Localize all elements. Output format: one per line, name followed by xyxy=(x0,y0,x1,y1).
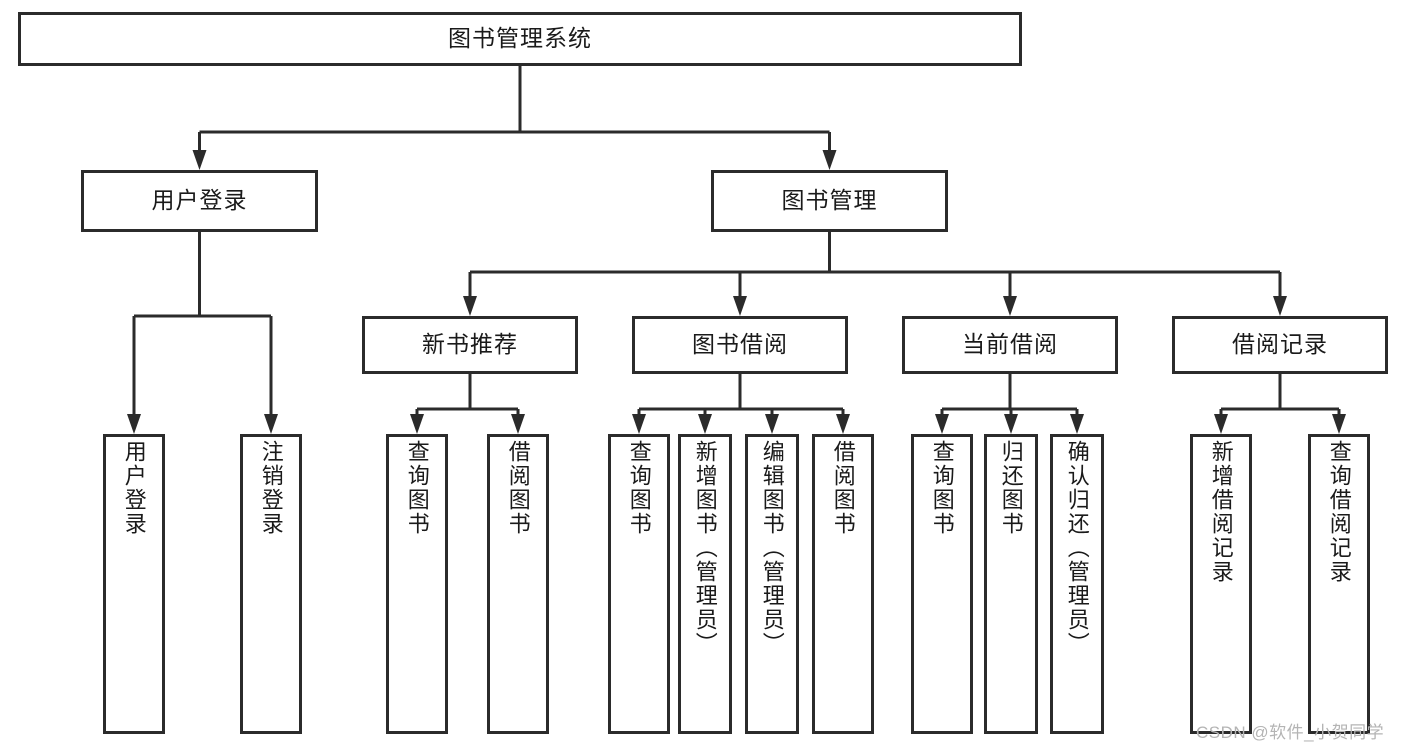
node-box-leaf-query-book-2[interactable] xyxy=(608,434,670,734)
arrow-head-icon-book-borrow xyxy=(733,296,747,316)
arrow-head-icon-new-book-recommend xyxy=(463,296,477,316)
node-box-layer xyxy=(18,12,1388,734)
node-box-book-manage[interactable] xyxy=(711,170,948,232)
connector-layer xyxy=(127,66,1346,434)
node-box-leaf-edit-book[interactable] xyxy=(745,434,799,734)
arrow-head-icon-current-borrow xyxy=(1003,296,1017,316)
arrow-head-icon-leaf-query-book-2 xyxy=(632,414,646,434)
arrow-head-icon-leaf-query-record xyxy=(1332,414,1346,434)
node-box-borrow-record[interactable] xyxy=(1172,316,1388,374)
csdn-watermark: CSDN @软件_小贺同学 xyxy=(1196,723,1385,742)
node-box-leaf-return-book[interactable] xyxy=(984,434,1038,734)
node-box-leaf-query-book-3[interactable] xyxy=(911,434,973,734)
arrow-head-icon-leaf-user-login xyxy=(127,414,141,434)
arrow-head-icon-leaf-user-logout xyxy=(264,414,278,434)
node-box-leaf-user-login[interactable] xyxy=(103,434,165,734)
arrow-head-icon-leaf-query-book-1 xyxy=(410,414,424,434)
node-box-leaf-add-record[interactable] xyxy=(1190,434,1252,734)
arrow-head-icon-leaf-add-record xyxy=(1214,414,1228,434)
node-box-leaf-query-book-1[interactable] xyxy=(386,434,448,734)
node-box-new-book-recommend[interactable] xyxy=(362,316,578,374)
arrow-head-icon-borrow-record xyxy=(1273,296,1287,316)
node-box-leaf-add-book[interactable] xyxy=(678,434,732,734)
arrow-head-icon-leaf-add-book xyxy=(698,414,712,434)
node-box-leaf-user-logout[interactable] xyxy=(240,434,302,734)
arrow-head-icon-user-login xyxy=(192,150,207,170)
arrow-head-icon-leaf-borrow-book-2 xyxy=(836,414,850,434)
node-box-leaf-borrow-book-1[interactable] xyxy=(487,434,549,734)
node-box-leaf-borrow-book-2[interactable] xyxy=(812,434,874,734)
arrow-head-icon-leaf-borrow-book-1 xyxy=(511,414,525,434)
arrow-head-icon-leaf-edit-book xyxy=(765,414,779,434)
node-box-book-borrow[interactable] xyxy=(632,316,848,374)
arrow-head-icon-leaf-confirm-return xyxy=(1070,414,1084,434)
node-box-leaf-query-record[interactable] xyxy=(1308,434,1370,734)
arrow-head-icon-leaf-return-book xyxy=(1004,414,1018,434)
node-box-leaf-confirm-return[interactable] xyxy=(1050,434,1104,734)
node-box-user-login[interactable] xyxy=(81,170,318,232)
node-box-root[interactable] xyxy=(18,12,1022,66)
arrow-head-icon-book-manage xyxy=(822,150,837,170)
arrow-head-icon-leaf-query-book-3 xyxy=(935,414,949,434)
node-box-current-borrow[interactable] xyxy=(902,316,1118,374)
